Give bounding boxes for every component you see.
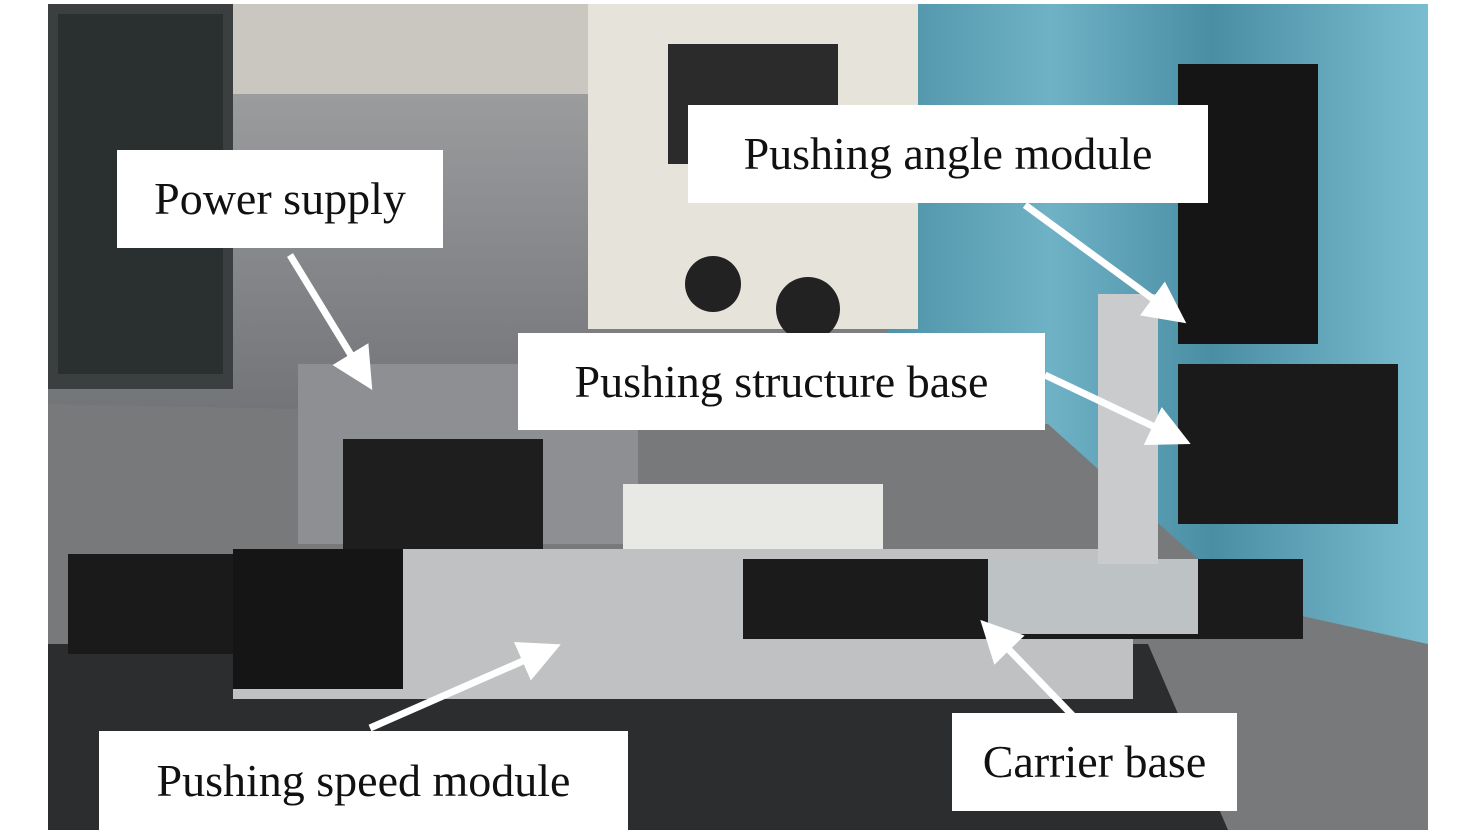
- label-power-supply: Power supply: [117, 150, 443, 248]
- label-pushing-speed-module: Pushing speed module: [99, 731, 628, 830]
- label-pushing-angle-module: Pushing angle module: [688, 105, 1208, 203]
- speed-motor: [68, 554, 258, 654]
- label-carrier-base: Carrier base: [952, 713, 1237, 811]
- label-pushing-structure-base: Pushing structure base: [518, 333, 1045, 430]
- structure-block: [1178, 364, 1398, 524]
